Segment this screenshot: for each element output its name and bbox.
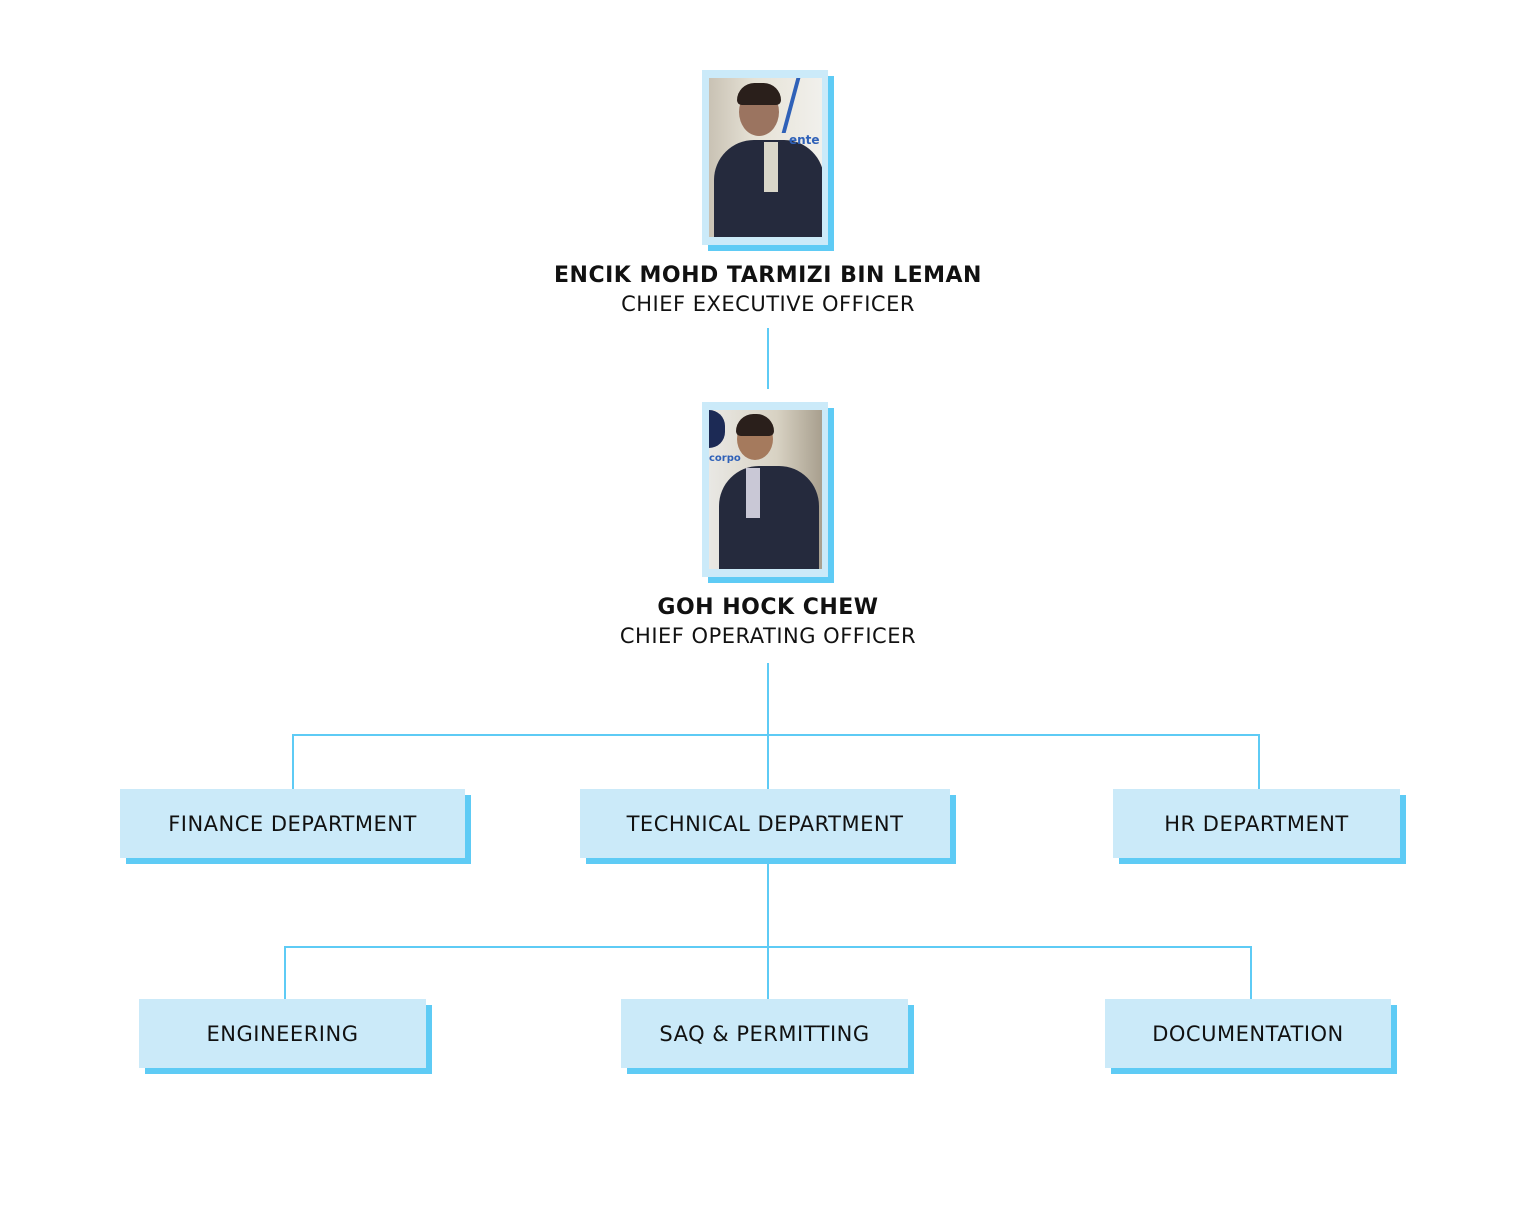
connector-coo-down <box>767 663 769 789</box>
engineering-box: ENGINEERING <box>139 999 426 1068</box>
saq-permitting-box: SAQ & PERMITTING <box>621 999 908 1068</box>
connector-hr <box>1258 734 1260 789</box>
connector-engineering <box>284 946 286 999</box>
hr-department-box: HR DEPARTMENT <box>1113 789 1400 858</box>
connector-finance <box>292 734 294 789</box>
connector-ceo-coo <box>767 328 769 389</box>
ceo-photo-frame: ente <box>702 70 828 245</box>
documentation-box: DOCUMENTATION <box>1105 999 1391 1068</box>
connector-units-horizontal <box>284 946 1252 948</box>
coo-name: GOH HOCK CHEW <box>657 595 879 620</box>
connector-documentation <box>1250 946 1252 999</box>
connector-technical-down <box>767 864 769 999</box>
finance-department-box: FINANCE DEPARTMENT <box>120 789 465 858</box>
technical-department-box: TECHNICAL DEPARTMENT <box>580 789 950 858</box>
ceo-name: ENCIK MOHD TARMIZI BIN LEMAN <box>554 263 982 288</box>
coo-photo: corpo <box>709 410 822 569</box>
connector-departments-horizontal <box>292 734 1260 736</box>
coo-photo-logo-text: corpo <box>709 453 741 464</box>
ceo-title: CHIEF EXECUTIVE OFFICER <box>621 292 915 316</box>
coo-photo-frame: corpo <box>702 402 828 577</box>
coo-title: CHIEF OPERATING OFFICER <box>619 624 917 648</box>
ceo-photo-logo-text: ente <box>789 133 820 147</box>
ceo-photo: ente <box>709 78 822 237</box>
